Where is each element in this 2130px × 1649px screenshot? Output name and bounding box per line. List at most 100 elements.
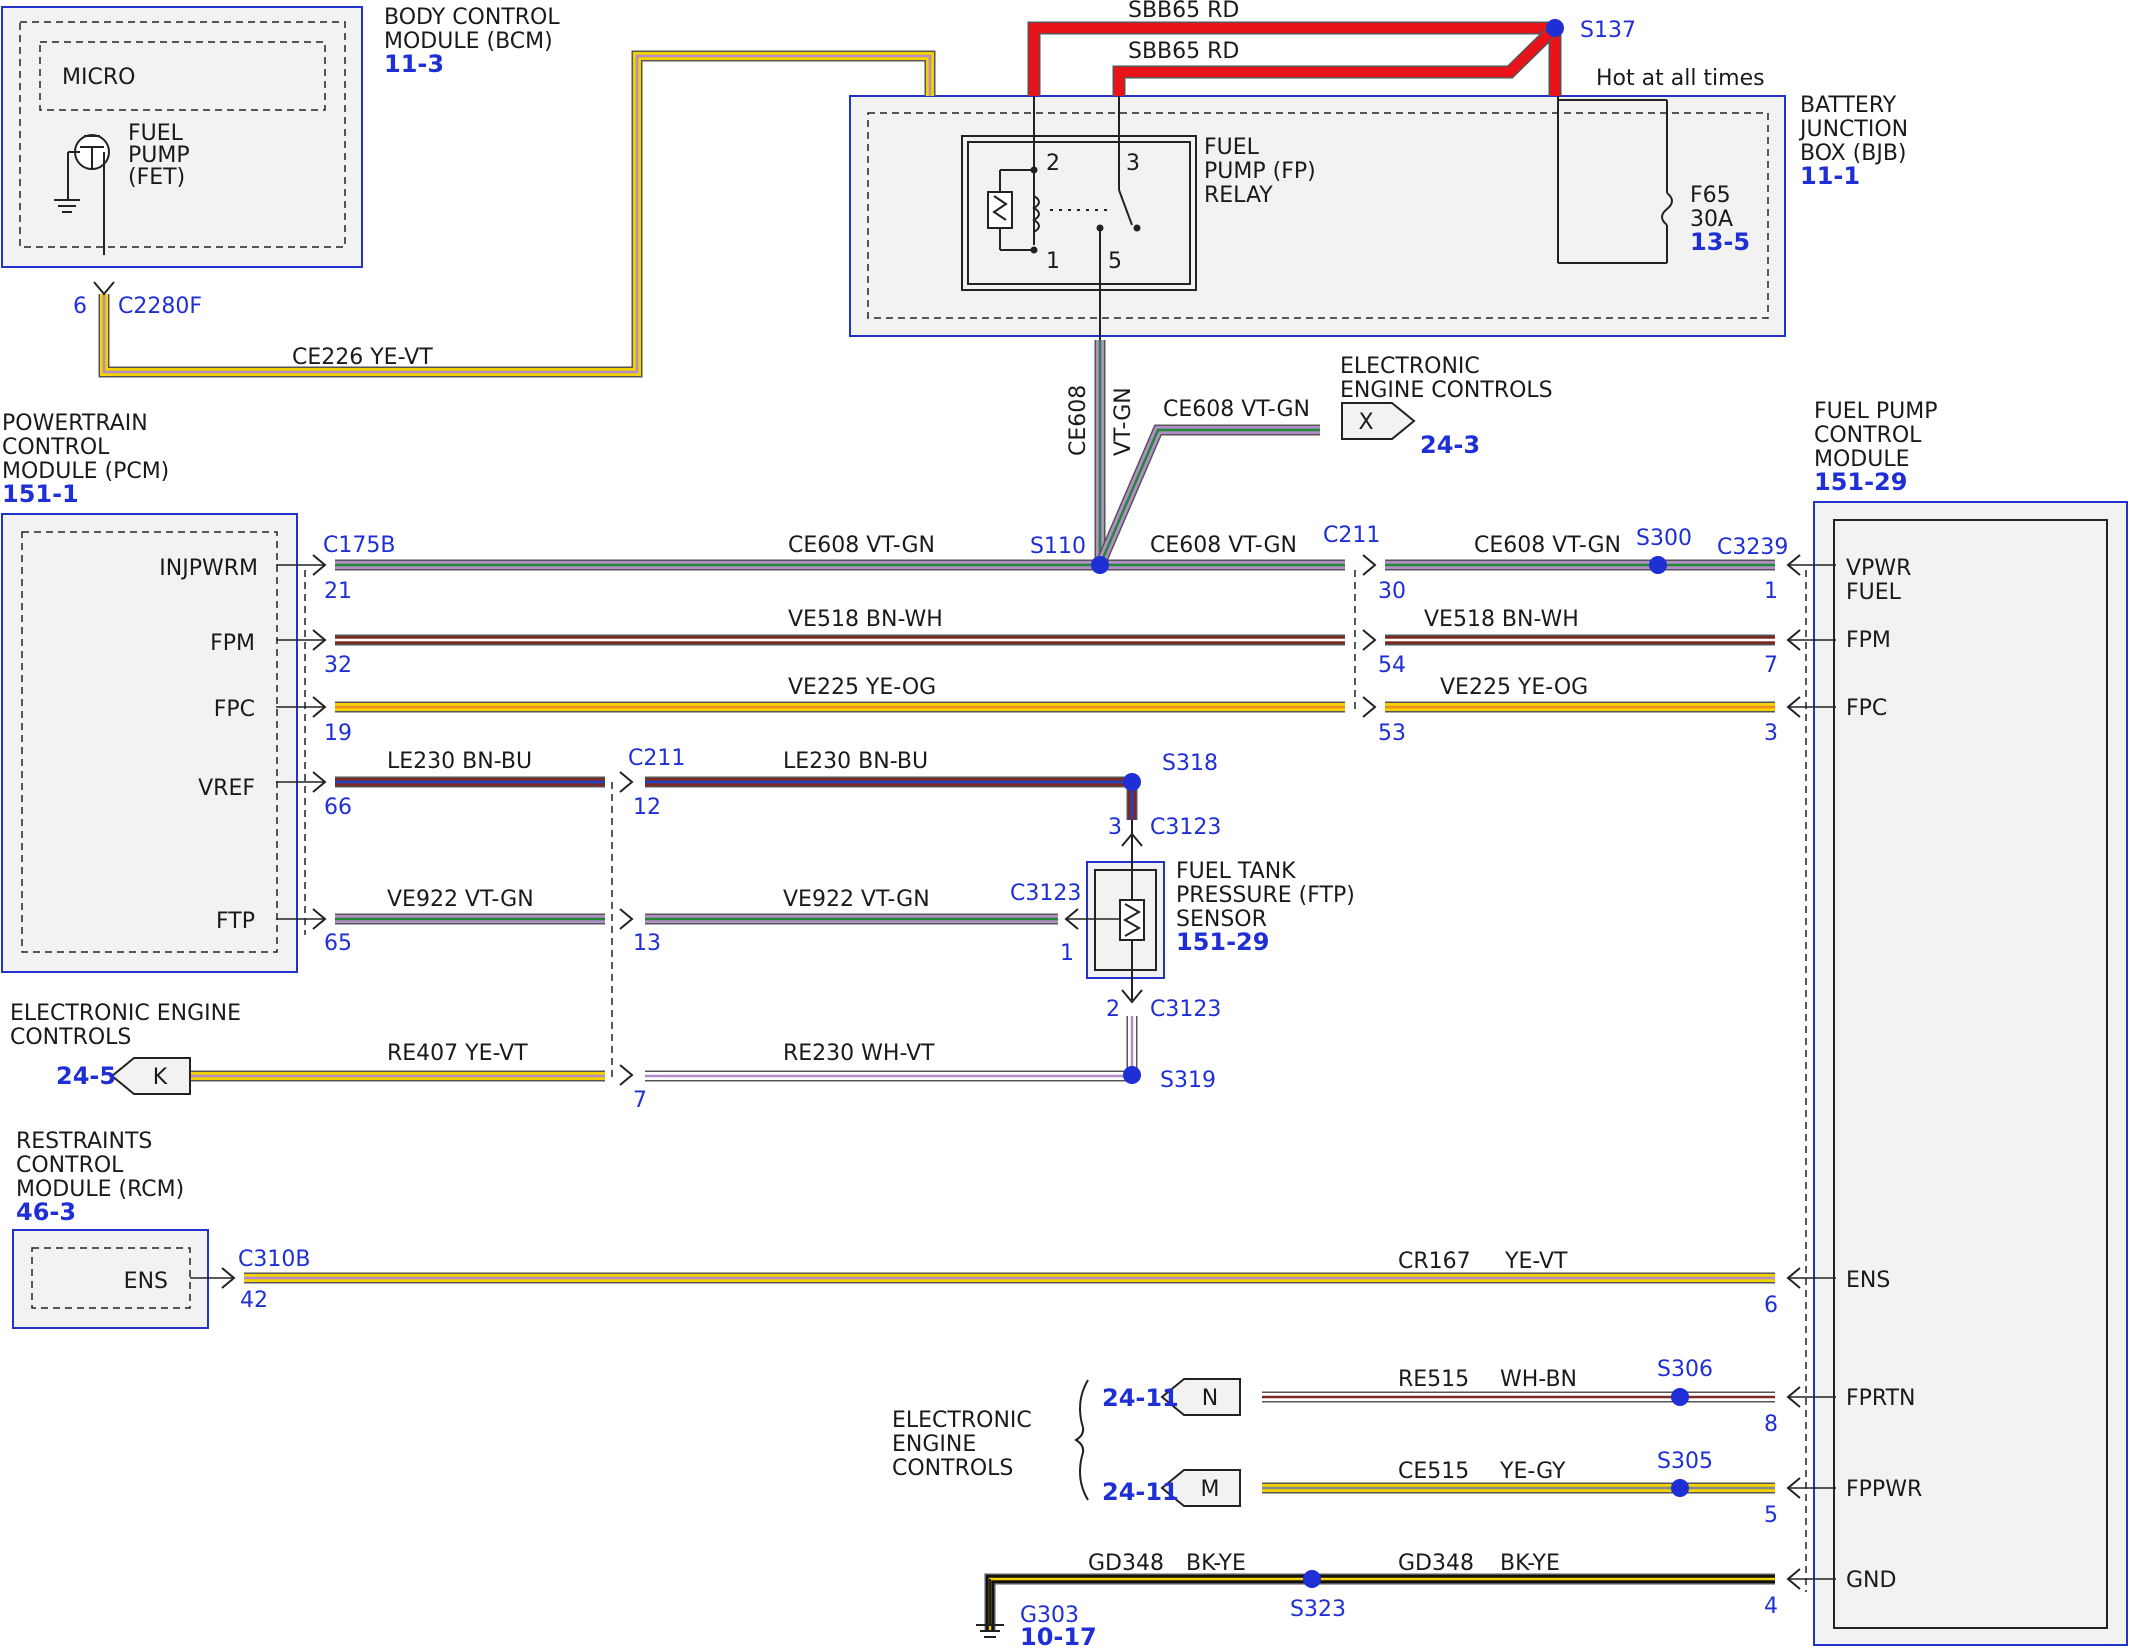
splice-s318 (1123, 773, 1141, 791)
fpcm-pin-fuel: FUEL (1846, 580, 1902, 605)
bcm-module: MICRO FUEL PUMP (FET) (1, 6, 363, 268)
ftp-sensor (1086, 820, 1165, 1000)
fpcm-title-2: CONTROL (1814, 423, 1922, 448)
offpage-tag-n: N (1160, 1378, 1241, 1416)
rcm-module: ENS (12, 1229, 209, 1329)
relay-title-1: FUEL (1204, 135, 1260, 160)
wire-label-ce515: CE515 (1398, 1459, 1469, 1484)
bcm-title-2: MODULE (BCM) (384, 29, 553, 54)
eec-nm-title-2: ENGINE (892, 1432, 976, 1457)
pcm-title-3: MODULE (PCM) (2, 459, 169, 484)
c211-pin-7: 7 (633, 1088, 647, 1113)
arrow-c211-53 (1362, 696, 1377, 718)
wire-label-ce608-a: CE608 VT-GN (788, 533, 935, 558)
eec-nm-brace-icon (1074, 1379, 1089, 1501)
splice-s137 (1546, 19, 1564, 37)
pcm-pin-num-66: 66 (324, 795, 352, 820)
pin-stubs (190, 564, 1836, 1580)
wire-label-ve225-a: VE225 YE-OG (788, 675, 936, 700)
eec-n-ref: 24-11 (1102, 1384, 1179, 1412)
bcm-title-1: BODY CONTROL (384, 5, 560, 30)
splice-s305 (1671, 1479, 1689, 1497)
pcm-title-2: CONTROL (2, 435, 110, 460)
wire-label-ce608-vert-b: VT-GN (1111, 387, 1136, 456)
eec-x-title-1: ELECTRONIC (1340, 354, 1480, 379)
hot-at-all-times-label: Hot at all times (1596, 66, 1765, 91)
bcm-fet-label-1: FUEL (128, 121, 184, 146)
fpcm-pin-fpm: FPM (1846, 628, 1891, 653)
relay-pin-5: 5 (1108, 249, 1122, 274)
arrow-c3123-3 (1121, 832, 1143, 847)
eec-k-title-1: ELECTRONIC ENGINE (10, 1001, 241, 1026)
wire-label-re515: RE515 (1398, 1367, 1469, 1392)
fuel-pump-relay: 2 3 1 5 (987, 90, 1141, 340)
relay-coil-icon (1032, 195, 1040, 233)
rcm-title-3: MODULE (RCM) (16, 1177, 184, 1202)
wire-sbb65-low (1112, 23, 1560, 96)
fpcm-pin-vpwr: VPWR (1846, 556, 1911, 581)
pin-c2280f-6: 6 (73, 294, 87, 319)
wire-label-le230-b: LE230 BN-BU (783, 749, 928, 774)
bjb-ref: 11-1 (1800, 162, 1860, 190)
eec-nm-title-3: CONTROLS (892, 1456, 1013, 1481)
ftp-title-3: SENSOR (1176, 907, 1267, 932)
splice-s319 (1123, 1066, 1141, 1084)
splice-s323 (1303, 1570, 1321, 1588)
fpcm-pin-num-6: 6 (1764, 1293, 1778, 1318)
eec-k-ref: 24-5 (56, 1062, 116, 1090)
fuse-icon (1661, 192, 1673, 226)
fpcm-pin-num-3: 3 (1764, 721, 1778, 746)
splices (1091, 19, 1689, 1588)
connector-c310b: C310B (238, 1247, 310, 1272)
eec-k-title-2: CONTROLS (10, 1025, 131, 1050)
c211-pin-12: 12 (633, 795, 661, 820)
arrow-c2280f (93, 281, 115, 296)
c211-pin-53: 53 (1378, 721, 1406, 746)
wire-ce226 (98, 50, 936, 378)
wire-label-gd348-a: GD348 (1088, 1551, 1164, 1576)
wire-label-ve922-b: VE922 VT-GN (783, 887, 930, 912)
wire-label-le230-a: LE230 BN-BU (387, 749, 532, 774)
arrow-c211-13 (619, 908, 634, 930)
splice-s300 (1649, 556, 1667, 574)
ground-ref: 10-17 (1020, 1623, 1097, 1649)
relay-diode-icon (987, 191, 1013, 229)
splice-label-s300: S300 (1636, 526, 1692, 551)
wire-ce608-diag (1094, 424, 1320, 568)
eec-nm-title-1: ELECTRONIC (892, 1408, 1032, 1433)
connector-c3123-left: C3123 (1010, 881, 1081, 906)
wire-label-ve922-a: VE922 VT-GN (387, 887, 534, 912)
fuse-name: F65 (1690, 183, 1731, 208)
wire-label-re230: RE230 WH-VT (783, 1041, 935, 1066)
ftp-title-1: FUEL TANK (1176, 859, 1296, 884)
arrow-c211-12 (619, 771, 634, 793)
relay-pin-1: 1 (1046, 249, 1060, 274)
arrow-c211-54 (1362, 629, 1377, 651)
fpcm-pin-fpc: FPC (1846, 696, 1887, 721)
connector-c3239: C3239 (1717, 535, 1788, 560)
offpage-tag-n-letter: N (1202, 1386, 1218, 1411)
arrow-c3123-2 (1121, 989, 1143, 1004)
bcm-micro-label: MICRO (62, 65, 135, 90)
splice-s306 (1671, 1388, 1689, 1406)
pcm-module: INJPWRM FPM FPC VREF FTP (1, 513, 298, 973)
fpcm-title-3: MODULE (1814, 447, 1910, 472)
ftp-pin-2: 2 (1106, 997, 1120, 1022)
wire-gd348 (984, 1573, 1775, 1630)
connector-c211-right: C211 (1323, 523, 1380, 548)
wire-label-ce608-diag: CE608 VT-GN (1163, 397, 1310, 422)
bjb-title-1: BATTERY (1800, 93, 1897, 118)
bjb-title-3: BOX (BJB) (1800, 141, 1907, 166)
splice-label-s319: S319 (1160, 1068, 1216, 1093)
wire-label-ve518-b: VE518 BN-WH (1424, 607, 1579, 632)
offpage-tag-m-letter: M (1201, 1477, 1220, 1502)
fuse-rating: 30A (1690, 207, 1733, 232)
pcm-pin-vref: VREF (198, 776, 255, 801)
arrow-c211-7 (619, 1064, 634, 1086)
fpcm-title-1: FUEL PUMP (1814, 399, 1938, 424)
pcm-pin-num-19: 19 (324, 721, 352, 746)
ftp-ref: 151-29 (1176, 928, 1269, 956)
eec-m-ref: 24-11 (1102, 1478, 1179, 1506)
fuse-ref: 13-5 (1690, 228, 1750, 256)
bcm-fet-label-2: PUMP (128, 143, 190, 168)
